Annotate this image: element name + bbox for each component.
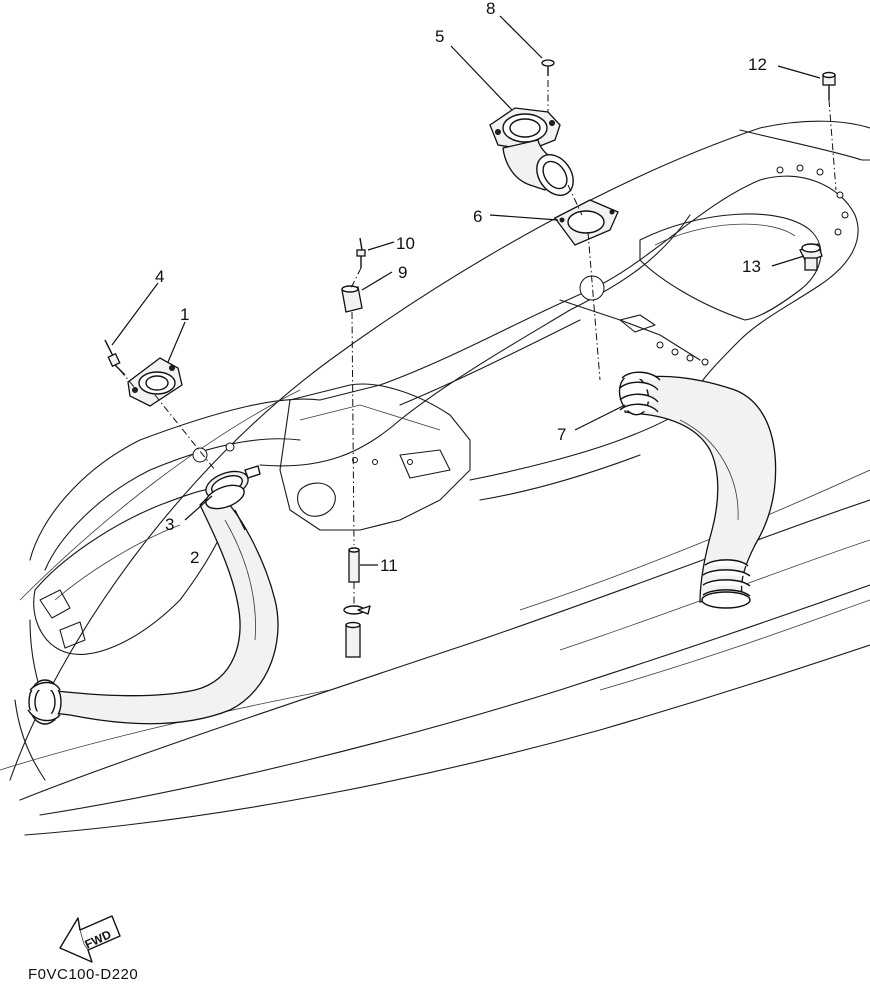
part-8-screw xyxy=(541,59,555,76)
part-13-clip xyxy=(799,243,823,271)
callout-7: 7 xyxy=(557,425,566,444)
callout-10: 10 xyxy=(396,234,415,253)
part-2-hose xyxy=(27,489,279,725)
callout-5: 5 xyxy=(435,27,444,46)
callout-9: 9 xyxy=(398,263,407,282)
part-6-gasket xyxy=(554,199,619,246)
deck-frame xyxy=(14,164,859,781)
callout-8: 8 xyxy=(486,0,495,18)
part-4-rivet xyxy=(104,339,126,376)
figure-code: F0VC100-D220 xyxy=(28,966,139,983)
part-7-duct xyxy=(618,371,777,609)
callout-13: 13 xyxy=(742,257,761,276)
callout-1: 1 xyxy=(180,305,189,324)
callout-2: 2 xyxy=(190,548,199,567)
callout-3: 3 xyxy=(165,515,174,534)
leader-lines xyxy=(111,15,821,566)
part-12-bolt xyxy=(822,71,836,100)
part-3-clamp xyxy=(205,465,261,510)
assembly-lines xyxy=(119,80,837,606)
fwd-arrow: FWD xyxy=(59,915,121,963)
callout-11: 11 xyxy=(380,556,398,575)
hull-outline xyxy=(0,120,870,836)
part-5-elbow xyxy=(489,107,574,196)
callout-4: 4 xyxy=(155,267,164,286)
callout-12: 12 xyxy=(748,55,767,74)
part-1-flange xyxy=(127,357,183,407)
callout-6: 6 xyxy=(473,207,482,226)
part-10-pin xyxy=(356,237,366,268)
part-11-tube xyxy=(343,547,371,658)
callouts: 1 2 3 4 5 6 7 8 9 10 11 12 13 xyxy=(155,0,767,575)
part-9-grommet xyxy=(341,285,363,313)
